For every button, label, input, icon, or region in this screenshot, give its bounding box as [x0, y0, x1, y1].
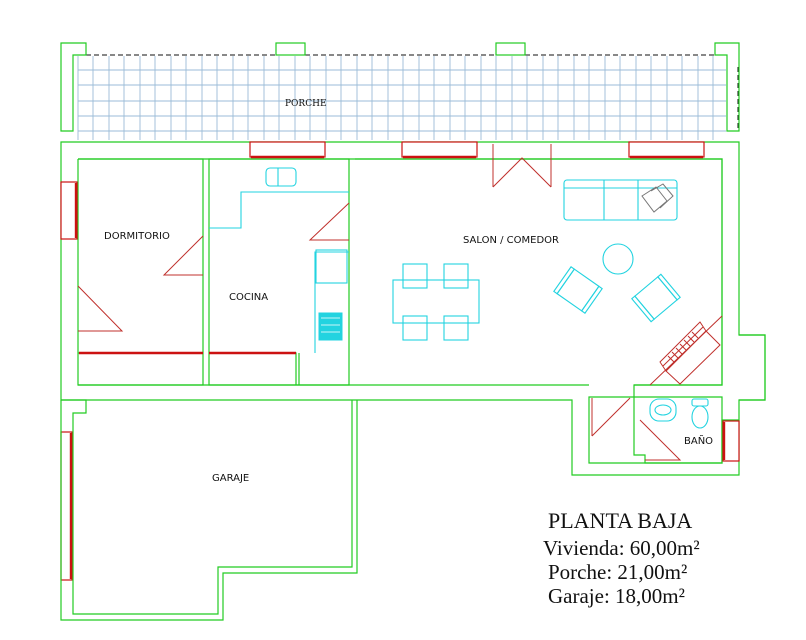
cushion-icon	[641, 183, 674, 213]
window-cocina-top	[249, 141, 326, 158]
room-label-porche: PORCHE	[285, 99, 327, 109]
dormitorio-walls	[78, 158, 204, 386]
door-cocina	[308, 202, 350, 241]
window-dormitorio-left	[60, 181, 78, 240]
stove-icon	[318, 312, 343, 341]
kitchen-counter-right	[314, 251, 349, 353]
legend-porche: Porche: 21,00m²	[548, 560, 688, 584]
cocina-walls	[208, 158, 350, 386]
salon-furniture	[392, 179, 681, 341]
kitchen-sink-icon	[265, 167, 297, 187]
door-dormitorio-left	[77, 285, 124, 332]
porch-post-right	[714, 42, 740, 132]
fireplace	[665, 330, 721, 385]
sofa-icon	[563, 179, 678, 221]
area-legend: PLANTA BAJA Vivienda: 60,00m² Porche: 21…	[540, 506, 700, 608]
window-bano-right	[722, 420, 740, 462]
door-bano	[639, 419, 682, 461]
dining-table-icon	[392, 263, 480, 341]
porch-post-left	[60, 42, 87, 132]
room-label-cocina: COCINA	[229, 292, 268, 303]
bath-furniture	[649, 398, 709, 429]
armchair-right-icon	[631, 273, 681, 323]
room-label-garaje: GARAJE	[212, 473, 249, 484]
kitchen-furniture	[209, 167, 349, 353]
room-label-salon: SALON / COMEDOR	[463, 235, 559, 246]
porch-area: PORCHE	[60, 42, 740, 140]
armchair-left-icon	[553, 266, 603, 314]
room-label-bano: BAÑO	[684, 434, 713, 447]
door-hall	[591, 397, 631, 437]
porch-tiles	[77, 56, 726, 140]
garage-area	[60, 399, 358, 621]
porch-post-mid-left	[275, 42, 306, 56]
door-dormitorio	[162, 235, 204, 276]
windows	[60, 141, 740, 581]
porch-post-mid-right	[495, 42, 526, 56]
legend-garaje: Garaje: 18,00m²	[548, 584, 685, 608]
legend-vivienda: Vivienda: 60,00m²	[543, 536, 700, 560]
toilet-icon	[691, 398, 709, 407]
window-salon-top-left	[401, 141, 478, 158]
window-salon-top-right	[628, 141, 705, 158]
bano-walls	[633, 396, 723, 464]
legend-title: PLANTA BAJA	[548, 508, 693, 533]
kitchen-counter-top	[209, 191, 349, 229]
doors	[77, 144, 723, 461]
washbasin-icon	[649, 398, 677, 422]
coffee-table-icon	[602, 243, 634, 275]
fridge-icon	[315, 249, 348, 284]
room-label-dormitorio: DORMITORIO	[104, 231, 170, 242]
salon-walls	[355, 158, 723, 386]
door-main-entry	[492, 144, 552, 188]
